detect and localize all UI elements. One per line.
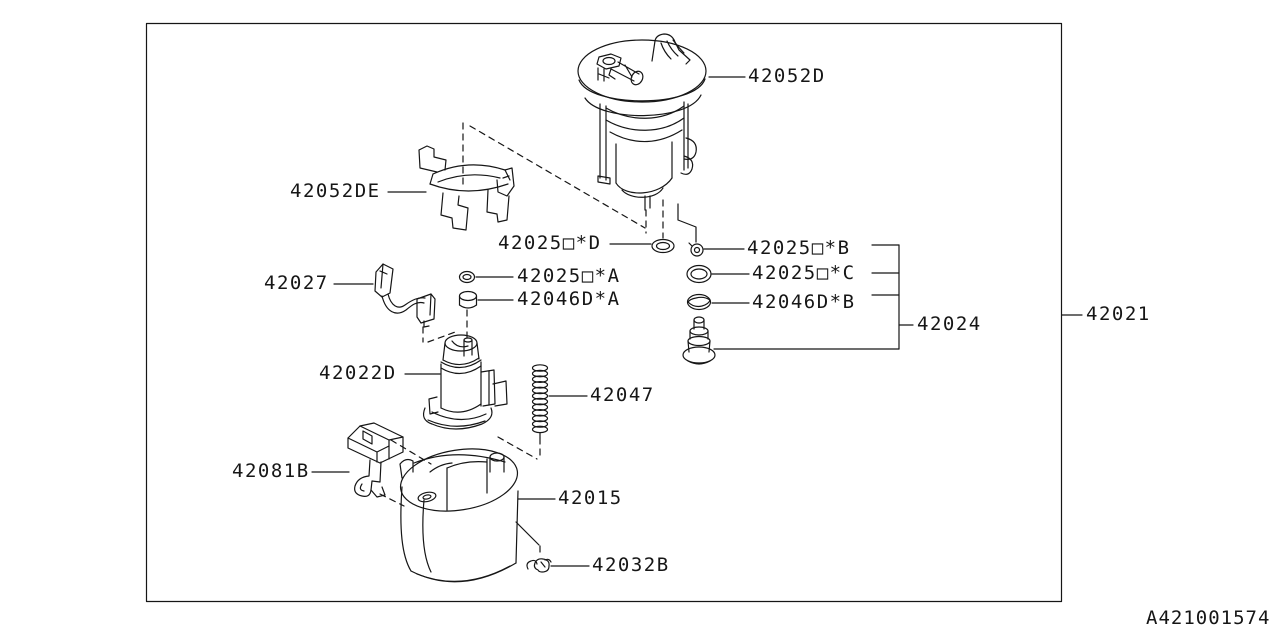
part-drawing-42081b	[347, 422, 404, 498]
part-label-42025c: 42025□*C	[752, 262, 856, 284]
part-drawing-42047	[531, 364, 549, 439]
part-drawing-42052d	[577, 33, 707, 243]
part-label-42025b: 42025□*B	[747, 237, 851, 259]
part-label-42032b: 42032B	[592, 554, 670, 576]
part-label-42021: 42021	[1086, 303, 1151, 325]
kit-bracket-42024	[713, 244, 914, 350]
part-label-42046da: 42046D*A	[517, 288, 621, 310]
part-drawing-42032b	[526, 558, 552, 573]
part-drawing-42027	[374, 263, 436, 328]
part-label-42025a: 42025□*A	[517, 265, 621, 287]
part-drawing-seals	[458, 238, 716, 365]
part-label-42046db: 42046D*B	[752, 291, 856, 313]
part-label-42015: 42015	[558, 487, 623, 509]
assembly-locator-lines	[379, 122, 664, 558]
part-label-42027: 42027	[264, 272, 329, 294]
part-label-42024: 42024	[917, 313, 982, 335]
part-label-42047: 42047	[590, 384, 655, 406]
assembly-frame	[145, 22, 1063, 603]
part-drawing-42052de	[418, 145, 515, 231]
leader-lines	[311, 76, 750, 567]
part-label-42025d: 42025□*D	[498, 232, 602, 254]
part-label-42052d: 42052D	[748, 65, 826, 87]
part-label-42081b: 42081B	[232, 460, 310, 482]
part-label-42022d: 42022D	[319, 362, 397, 384]
diagram-reference-code: A421001574	[1146, 607, 1271, 629]
part-drawing-42015	[399, 448, 540, 583]
part-label-42052de: 42052DE	[290, 180, 381, 202]
part-drawing-42022d	[422, 334, 508, 430]
